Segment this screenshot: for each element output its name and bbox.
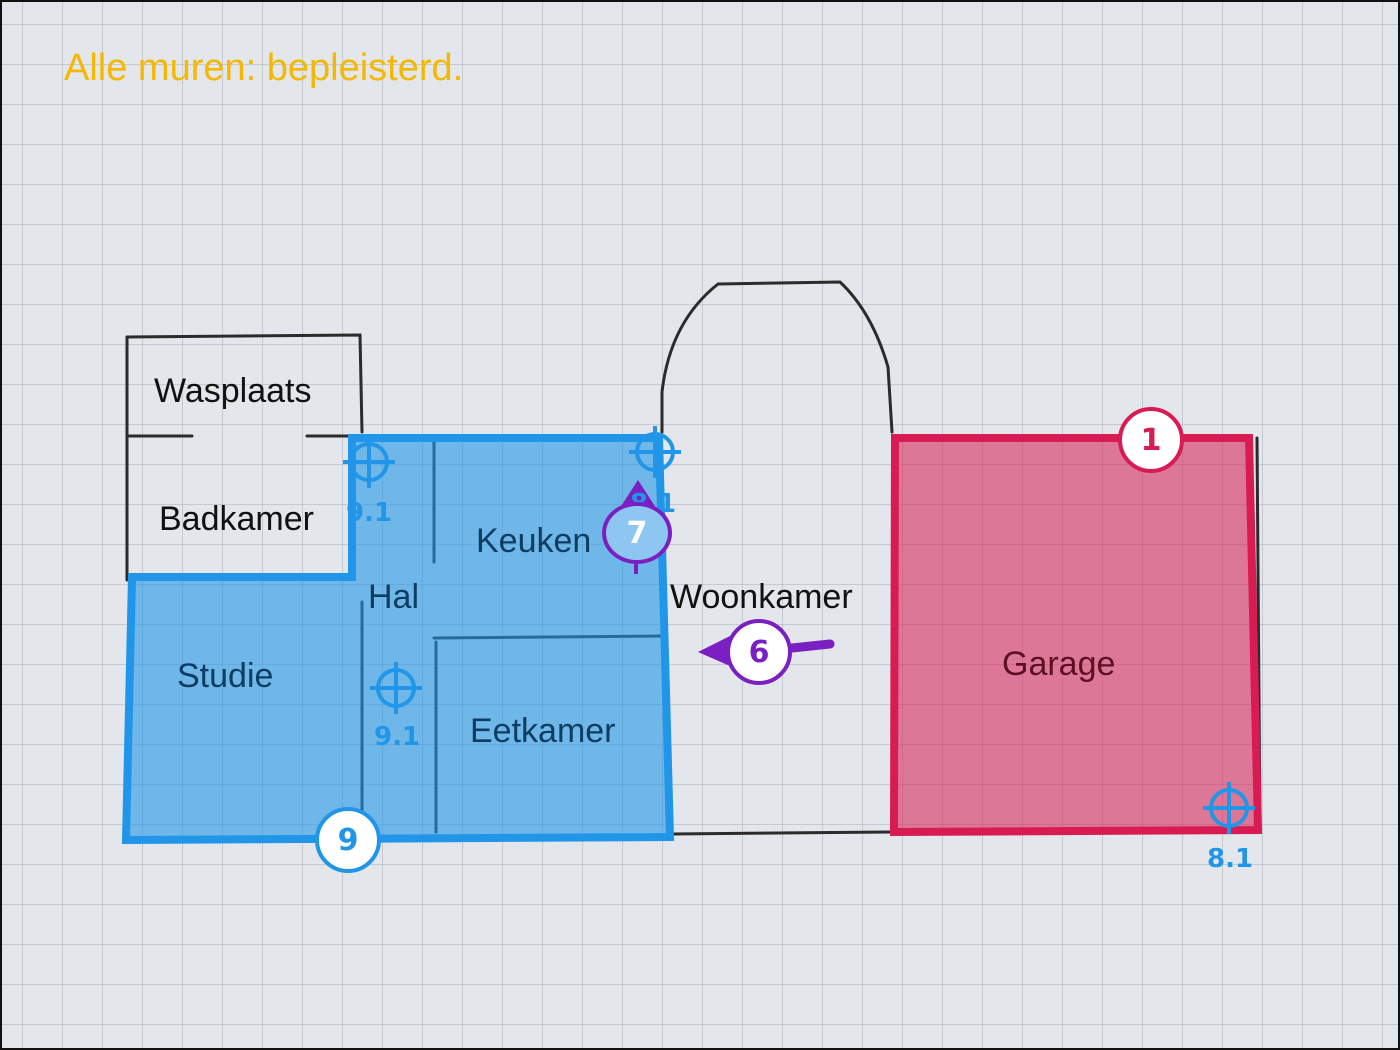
- wasplaats-outline: [125, 333, 364, 434]
- plaster-note: Alle muren: bepleisterd.: [64, 47, 464, 89]
- crosshair-icon: [343, 436, 395, 488]
- marker-badge-1[interactable]: 1: [1118, 407, 1184, 473]
- marker-badge-7[interactable]: 7: [602, 502, 672, 564]
- bay-window: [660, 280, 894, 434]
- point-label-garage-corner: 8.1: [1207, 844, 1254, 874]
- room-label-garage: Garage: [1002, 645, 1116, 683]
- room-label-badkamer: Badkamer: [159, 500, 314, 538]
- marker-badge-9[interactable]: 9: [315, 807, 381, 873]
- room-label-woonkamer: Woonkamer: [670, 578, 853, 616]
- marker-badge-6[interactable]: 6: [726, 619, 792, 685]
- room-label-studie: Studie: [177, 657, 274, 695]
- room-label-hal: Hal: [368, 578, 420, 616]
- blue-zone-9: [121, 434, 675, 845]
- arrow-left-icon: [698, 636, 835, 666]
- point-label-badkamer-corner: 9.1: [346, 498, 393, 528]
- room-label-keuken: Keuken: [476, 522, 592, 560]
- room-label-eetkamer: Eetkamer: [470, 712, 616, 750]
- garage-zone: [889, 434, 1263, 837]
- crosshair-icon: [1203, 782, 1255, 834]
- point-label-hal-center: 9.1: [374, 722, 421, 752]
- crosshair-icon: [629, 426, 681, 478]
- crosshair-icon: [370, 662, 422, 714]
- woonkamer-bottom-wall: [670, 830, 894, 836]
- room-label-wasplaats: Wasplaats: [154, 372, 312, 410]
